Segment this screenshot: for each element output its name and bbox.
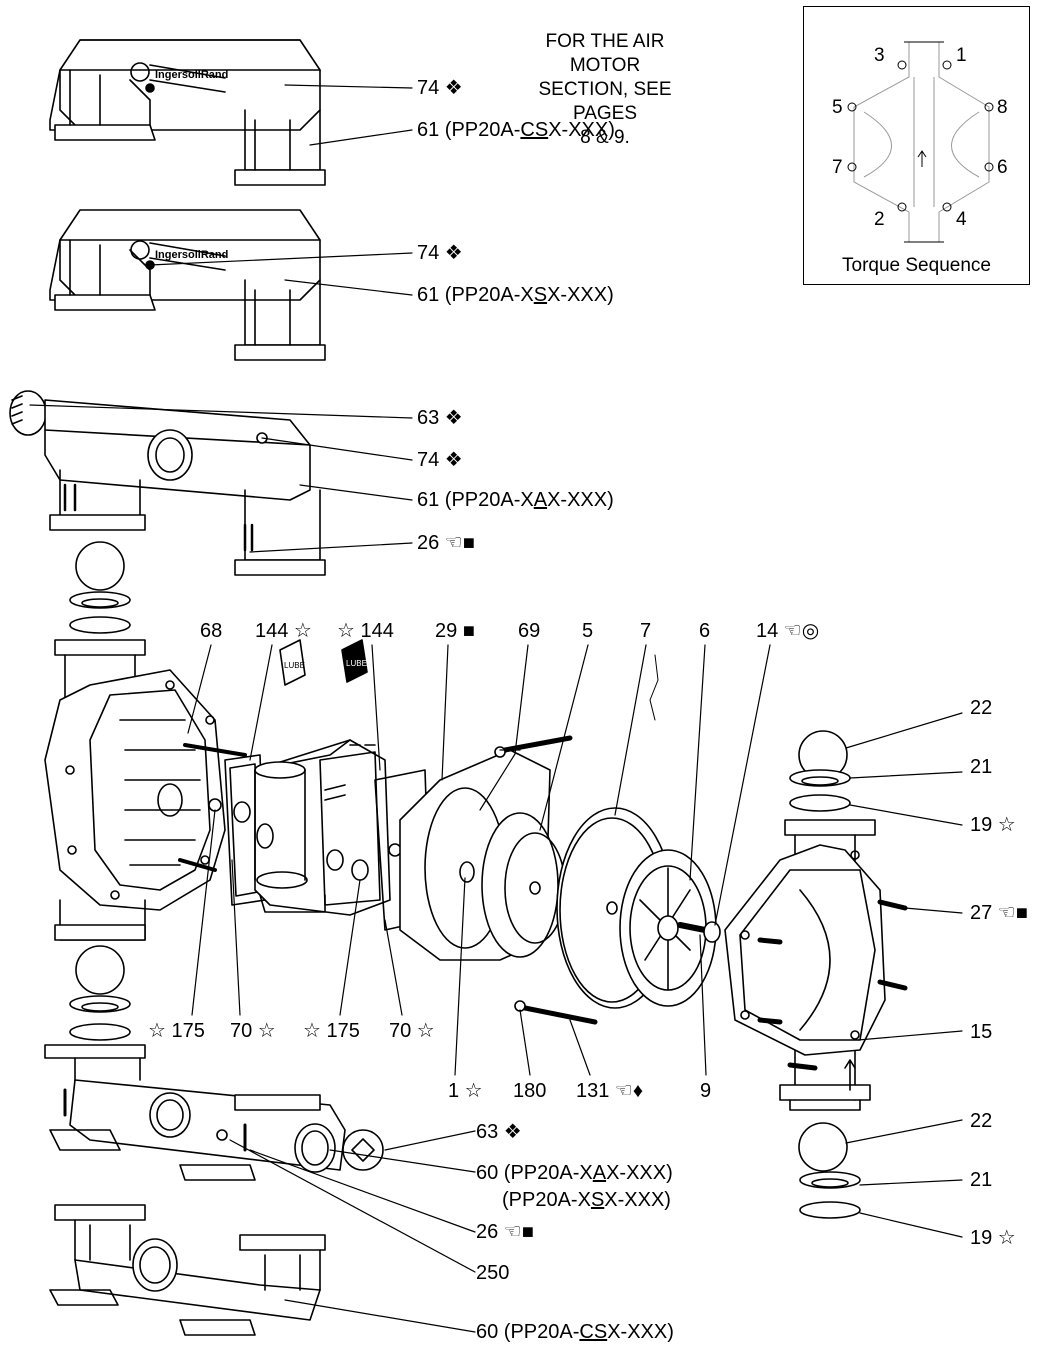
callout-60-xsx: (PP20A-XSX-XXX) [502, 1189, 671, 1211]
svg-text:IngersollRand: IngersollRand [155, 249, 228, 261]
torque-sequence-inset: 3 1 5 8 7 6 2 4 Torque Sequence [803, 6, 1030, 285]
torque-number: 1 [956, 45, 967, 66]
callout-7: 7 [640, 620, 652, 642]
callout-60-xax: 60 (PP20A-XAX-XXX) [476, 1162, 673, 1184]
callout-61-csx: 61 (PP20A-CSX-XXX) [417, 119, 615, 141]
callout-180: 180 [513, 1080, 547, 1102]
outlet-manifold-csx: IngersollRand [49, 39, 326, 186]
callout-29: 29 ■ [435, 620, 475, 642]
callout-175: ☆ 175 [303, 1020, 360, 1042]
right-fluid-chamber [724, 730, 908, 1219]
leader-lines [29, 84, 963, 1333]
note-line: 8 & 9. [580, 127, 630, 148]
inlet-manifold-csx [49, 1204, 326, 1336]
callout-144: 144 ☆ [255, 620, 312, 642]
callout-175: ☆ 175 [148, 1020, 205, 1042]
callout-1: 1 ☆ [448, 1080, 483, 1102]
callout-21: 21 [970, 756, 993, 778]
callout-144: ☆ 144 [337, 620, 394, 642]
callout-61-xsx: 61 (PP20A-XSX-XXX) [417, 284, 614, 306]
callout-22: 22 [970, 697, 993, 719]
torque-number: 4 [956, 209, 967, 230]
left-check-balls [69, 541, 131, 1041]
callout-19: 19 ☆ [970, 1227, 1016, 1249]
callout-19: 19 ☆ [970, 814, 1016, 836]
note-line: SECTION, SEE PAGES [538, 79, 672, 124]
callout-70: 70 ☆ [230, 1020, 276, 1042]
svg-text:LUBE: LUBE [346, 659, 367, 668]
outlet-manifold-xax [9, 390, 326, 576]
callout-63: 63 ❖ [417, 407, 463, 429]
diaphragm-stack [399, 654, 721, 1025]
callout-27: 27 ☜■ [970, 902, 1028, 924]
callout-63: 63 ❖ [476, 1121, 522, 1143]
torque-caption: Torque Sequence [842, 255, 991, 276]
callout-9: 9 [700, 1080, 712, 1102]
callout-26: 26 ☜■ [417, 532, 475, 554]
callout-60-csx: 60 (PP20A-CSX-XXX) [476, 1321, 674, 1343]
torque-number: 7 [832, 157, 843, 178]
callout-131: 131 ☜♦ [576, 1080, 644, 1102]
air-motor-note: FOR THE AIR MOTOR SECTION, SEE PAGES 8 &… [520, 30, 690, 150]
center-body [224, 739, 431, 931]
left-fluid-chamber [44, 639, 247, 941]
callout-21: 21 [970, 1169, 993, 1191]
callout-74: 74 ❖ [417, 242, 463, 264]
callout-6: 6 [699, 620, 711, 642]
callout-61-xax: 61 (PP20A-XAX-XXX) [417, 489, 614, 511]
callout-74: 74 ❖ [417, 77, 463, 99]
torque-number: 2 [874, 209, 885, 230]
callout-70: 70 ☆ [389, 1020, 435, 1042]
callout-74: 74 ❖ [417, 449, 463, 471]
lube-packets: LUBE LUBE [279, 639, 368, 686]
svg-text:LUBE: LUBE [284, 661, 305, 670]
torque-number: 5 [832, 97, 843, 118]
svg-text:IngersollRand: IngersollRand [155, 69, 228, 81]
callout-69: 69 [518, 620, 541, 642]
torque-number: 6 [997, 157, 1008, 178]
callout-26: 26 ☜■ [476, 1221, 534, 1243]
callout-5: 5 [582, 620, 594, 642]
callout-250: 250 [476, 1262, 510, 1284]
callout-68: 68 [200, 620, 223, 642]
torque-number: 8 [997, 97, 1008, 118]
torque-sequence-drawing [847, 41, 994, 243]
torque-number: 3 [874, 45, 885, 66]
callout-14: 14 ☜◎ [756, 620, 820, 642]
note-line: FOR THE AIR MOTOR [545, 31, 665, 76]
callout-15: 15 [970, 1021, 993, 1043]
outlet-manifold-xsx: IngersollRand [49, 209, 326, 361]
callout-22: 22 [970, 1110, 993, 1132]
inlet-manifold-xax [44, 1044, 384, 1181]
